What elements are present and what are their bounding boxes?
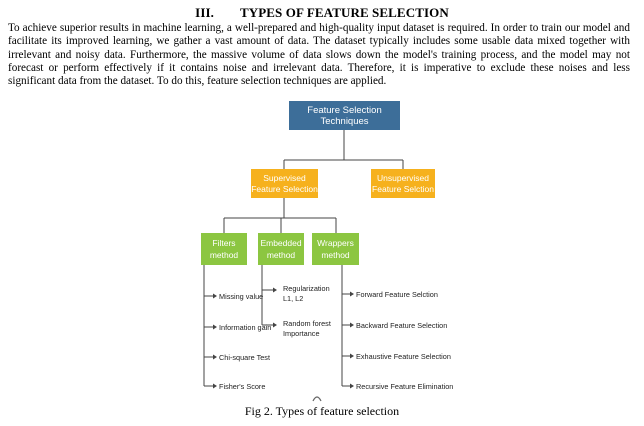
chevron-up-icon bbox=[312, 396, 322, 402]
embedded-item-random-forest: Random forest Importance bbox=[283, 319, 331, 338]
wrappers-item-backward: Backward Feature Selection bbox=[356, 321, 448, 330]
embedded-node: Embedded method bbox=[258, 233, 304, 265]
unsupervised-label-line2: Feature Selction bbox=[372, 183, 434, 194]
supervised-label-line1: Supervised bbox=[263, 172, 306, 183]
filters-item-fishers-score: Fisher's Score bbox=[219, 382, 266, 391]
section-title: TYPES OF FEATURE SELECTION bbox=[239, 5, 449, 20]
embedded-label-line2: method bbox=[266, 250, 296, 260]
embedded-item-random-forest-line1: Random forest bbox=[283, 319, 331, 328]
embedded-item-regularization-line2: L1, L2 bbox=[283, 293, 304, 303]
wrappers-item-exhaustive: Exhaustive Feature Selection bbox=[356, 352, 451, 361]
arrowhead-icon bbox=[213, 354, 217, 360]
wrappers-item-forward: Forward Feature Selction bbox=[356, 290, 438, 299]
arrowhead-icon bbox=[273, 322, 277, 328]
arrowhead-icon bbox=[350, 291, 354, 297]
wrappers-label-line1: Wrappers bbox=[317, 238, 354, 248]
arrowhead-icon bbox=[350, 353, 354, 359]
arrowheads bbox=[213, 287, 354, 389]
filters-label-line2: method bbox=[209, 250, 239, 260]
filters-label-line1: Filters bbox=[212, 238, 236, 248]
embedded-item-random-forest-line2: Importance bbox=[283, 328, 320, 338]
section-number: III. bbox=[195, 5, 214, 20]
filters-item-information-gain: Information gain bbox=[219, 323, 272, 332]
filters-item-missing-value: Missing value bbox=[219, 292, 264, 301]
root-node: Feature Selection Techniques bbox=[289, 101, 400, 130]
embedded-item-regularization: Regularization L1, L2 bbox=[283, 284, 330, 303]
body-paragraph: To achieve superior results in machine l… bbox=[8, 22, 630, 88]
section-heading: III. TYPES OF FEATURE SELECTION bbox=[0, 5, 644, 21]
embedded-label-line1: Embedded bbox=[260, 238, 302, 248]
filters-node: Filters method bbox=[201, 233, 247, 265]
arrowhead-icon bbox=[273, 287, 277, 293]
arrowhead-icon bbox=[213, 324, 217, 330]
embedded-item-regularization-line1: Regularization bbox=[283, 284, 330, 293]
wrappers-item-recursive: Recursive Feature Elimination bbox=[356, 382, 454, 391]
supervised-label-line2: Feature Selection bbox=[251, 183, 318, 194]
figure-caption: Fig 2. Types of feature selection bbox=[244, 404, 400, 418]
unsupervised-label-line1: Unsupervised bbox=[377, 172, 429, 183]
arrowhead-icon bbox=[350, 322, 354, 328]
wrappers-node: Wrappers method bbox=[312, 233, 359, 265]
root-node-label: Feature Selection Techniques bbox=[307, 104, 382, 127]
filters-item-chi-square: Chi-square Test bbox=[219, 353, 270, 362]
wrappers-label-line2: method bbox=[321, 250, 350, 260]
supervised-node: Supervised Feature Selection bbox=[251, 169, 318, 198]
arrowhead-icon bbox=[213, 293, 217, 299]
unsupervised-node: Unsupervised Feature Selction bbox=[371, 169, 435, 198]
arrowhead-icon bbox=[213, 383, 217, 389]
arrowhead-icon bbox=[350, 383, 354, 389]
